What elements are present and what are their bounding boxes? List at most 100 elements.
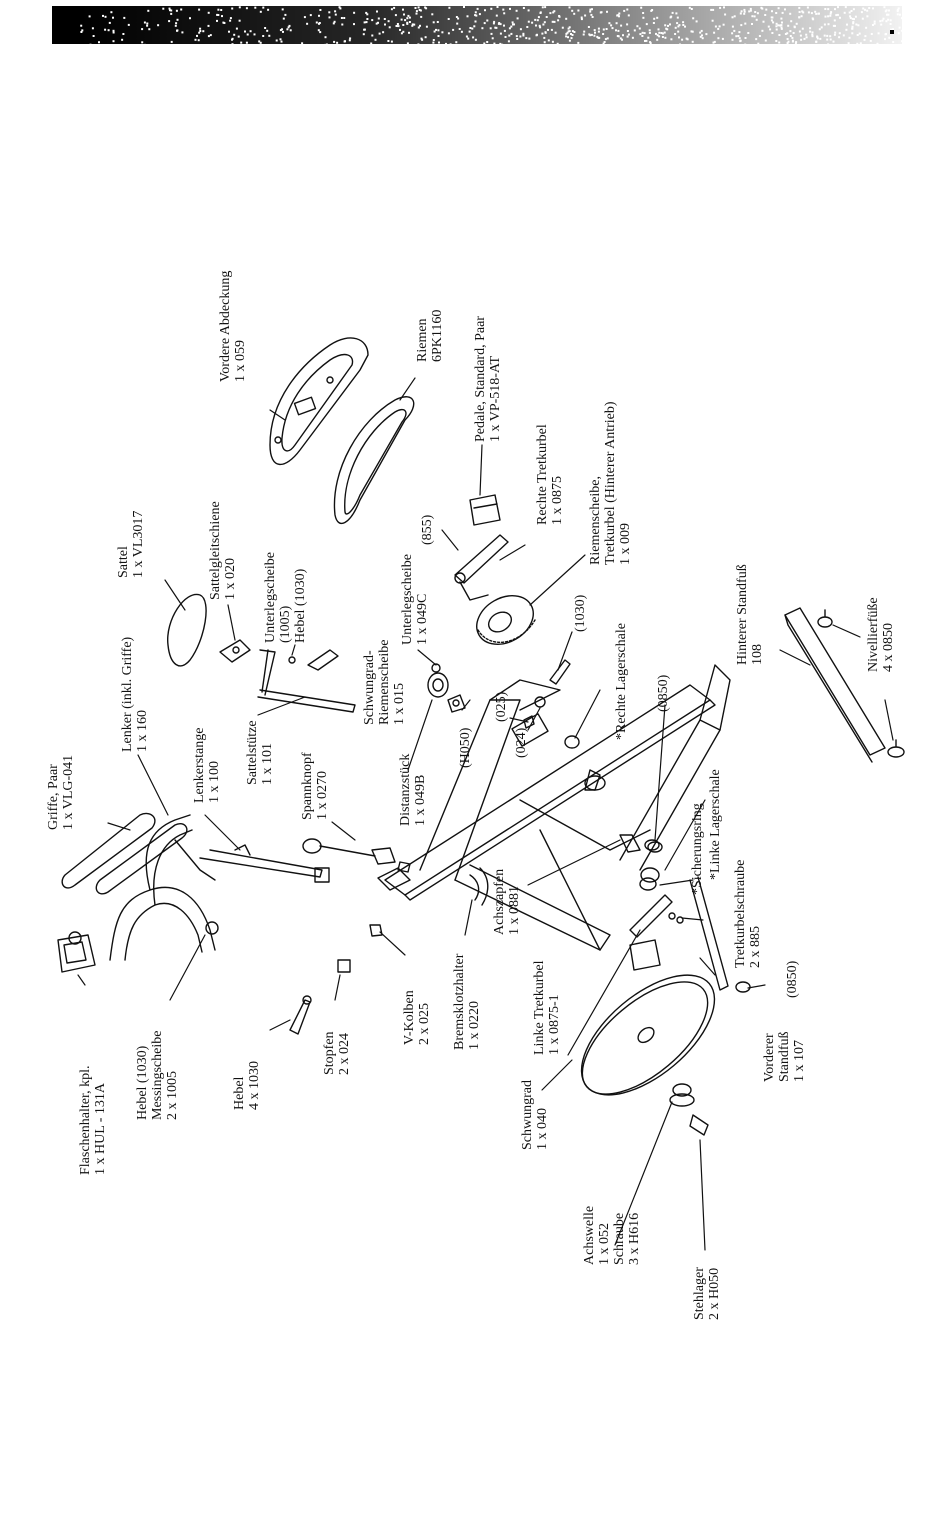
label-line: Stehlager: [692, 1267, 707, 1320]
label-line: 1 x 0875: [550, 476, 565, 525]
label-line: 2 x 024: [337, 1033, 352, 1075]
label-lenkerstange: Lenkerstange 1 x 100: [192, 728, 222, 803]
label-line: Riemenscheibe,: [588, 475, 603, 565]
label-sicherungsring: *Sicherungsring: [690, 803, 705, 895]
label-line: Rechte Tretkurbel: [535, 424, 550, 525]
label-p025: (025): [494, 692, 509, 722]
label-line: Sattel: [116, 546, 131, 578]
label-line: Schwungrad: [520, 1080, 535, 1150]
linke-tretkurbel-drawing: [629, 894, 684, 971]
label-line: 1 x 0220: [467, 1001, 482, 1050]
label-line: *Rechte Lagerschale: [614, 623, 629, 740]
label-line: Schwungrad-: [362, 650, 377, 725]
label-line: 1 x 052: [597, 1223, 612, 1265]
achswelle-drawing: [669, 1083, 709, 1136]
label-line: Hebel (1030): [293, 568, 308, 643]
label-rechte-lagerschale: *Rechte Lagerschale: [614, 623, 629, 740]
lenker-drawing: [109, 814, 219, 961]
vordere-abdeckung-drawing: [269, 337, 369, 466]
label-line: Vorderer: [762, 1033, 777, 1082]
sattel-drawing: [167, 593, 207, 667]
schwungrad-drawing: [580, 974, 716, 1096]
label-line: 3 x H616: [627, 1212, 642, 1265]
label-schwungrad: Schwungrad 1 x 040: [520, 1080, 550, 1150]
label-line: (1005): [278, 605, 293, 643]
label-riemenscheibe: Schwungrad- Riemenscheibe 1 x 015: [362, 639, 407, 725]
label-p0850-bottom: (0850): [785, 961, 800, 998]
label-spannknopf: Spannknopf 1 x 0270: [300, 752, 330, 820]
label-line: 1 x 100: [207, 761, 222, 803]
label-hinterer-standfuss: Hinterer Standfuß 108: [735, 564, 765, 665]
label-line: 2 x 885: [748, 926, 763, 968]
label-stehlager: Stehlager 2 x H050: [692, 1267, 722, 1320]
label-line: (0850): [785, 960, 800, 998]
label-line: 1 x 0875-1: [547, 994, 562, 1055]
linke-lagerschale-drawing: [639, 867, 660, 891]
hinterer-standfuss-drawing: [784, 607, 905, 763]
label-hebel: Hebel 4 x 1030: [232, 1061, 262, 1110]
label-line: Stopfen: [322, 1031, 337, 1075]
label-line: Bremsklotzhalter: [452, 953, 467, 1050]
label-line: 4 x 0850: [881, 623, 896, 672]
label-sattelgleitschiene: Sattelgleitschiene 1 x 020: [208, 501, 238, 600]
label-line: Lenkerstange: [192, 727, 207, 803]
label-line: (0850): [656, 674, 671, 712]
label-line: Unterlegscheibe: [263, 552, 278, 643]
label-line: Achszapfen: [492, 868, 507, 935]
label-sattelstuetze: Sattelstütze 1 x 101: [245, 720, 275, 785]
label-line: 2 x 1005: [165, 1071, 180, 1120]
label-line: Vordere Abdeckung: [218, 270, 233, 382]
label-p1030: (1030): [573, 595, 588, 632]
label-vordere-abdeckung: Vordere Abdeckung 1 x 059: [218, 271, 248, 382]
rechte-lagerschale-drawing: [523, 659, 580, 749]
main-frame: [377, 664, 731, 951]
label-unterlegscheibe-049c: Unterlegscheibe 1 x 049C: [400, 554, 430, 645]
sattelstuetze-drawing: [257, 649, 356, 713]
label-line: 1 x 107: [792, 1040, 807, 1082]
label-line: 1 x 049B: [413, 774, 428, 826]
header-band: [52, 6, 902, 44]
spannknopf-drawing: [302, 838, 411, 873]
griffe-drawing: [61, 812, 188, 895]
label-line: Sattelstütze: [245, 720, 260, 785]
label-pedale: Pedale, Standard, Paar 1 x VP-518-AT: [473, 316, 503, 442]
label-tretkurbelschraube: Tretkurbelschraube 2 x 885: [733, 860, 763, 968]
label-line: Flaschenhalter, kpl.: [78, 1065, 93, 1175]
label-line: 1 x 0881: [507, 886, 522, 935]
label-line: (855): [420, 514, 435, 545]
label-line: Sattelgleitschiene: [208, 501, 223, 600]
label-sattel: Sattel 1 x VL3017: [116, 511, 146, 578]
label-line: Hebel: [232, 1076, 247, 1110]
label-line: 4 x 1030: [247, 1061, 262, 1110]
label-lenker: Lenker (inkl. Griffe) 1 x 160: [120, 637, 150, 752]
riemenscheibe-tretkurbel-drawing: [476, 595, 536, 645]
label-line: Standfuß: [777, 1031, 792, 1082]
label-hebel-messingscheibe: Hebel (1030) Messingscheibe 2 x 1005: [135, 1031, 180, 1120]
label-line: 1 x 0270: [315, 771, 330, 820]
label-line: V-Kolben: [402, 990, 417, 1045]
label-line: Spannknopf: [300, 752, 315, 820]
sattelgleitschiene-drawing: [219, 639, 251, 663]
riemenscheibe-drawing: [427, 663, 466, 713]
label-line: 108: [750, 644, 765, 665]
label-line: 2 x H050: [707, 1267, 722, 1320]
label-bremsklotzhalter: Bremsklotzhalter 1 x 0220: [452, 954, 482, 1050]
label-line: Griffe, Paar: [46, 764, 61, 830]
label-p855: (855): [420, 515, 435, 545]
label-line: 1 x 101: [260, 743, 275, 785]
label-riemen: Riemen 6PK1160: [415, 310, 445, 362]
bremsklotzhalter-drawing: [469, 867, 489, 906]
label-achswelle: Achswelle 1 x 052 Schraube 3 x H616: [582, 1206, 642, 1265]
label-distanzstueck: Distanzstück 1 x 049B: [398, 754, 428, 826]
label-line: Unterlegscheibe: [400, 554, 415, 645]
label-line: (024): [514, 727, 529, 758]
label-line: Schraube: [612, 1212, 627, 1265]
achszapfen-drawing: [619, 834, 660, 853]
label-line: *Sicherungsring: [690, 803, 705, 895]
label-line: Linke Tretkurbel: [532, 960, 547, 1056]
label-line: 1 x HUL - 131A: [93, 1082, 108, 1175]
riemen-drawing: [333, 396, 415, 525]
label-line: (1030): [573, 594, 588, 632]
label-line: Distanzstück: [398, 753, 413, 826]
